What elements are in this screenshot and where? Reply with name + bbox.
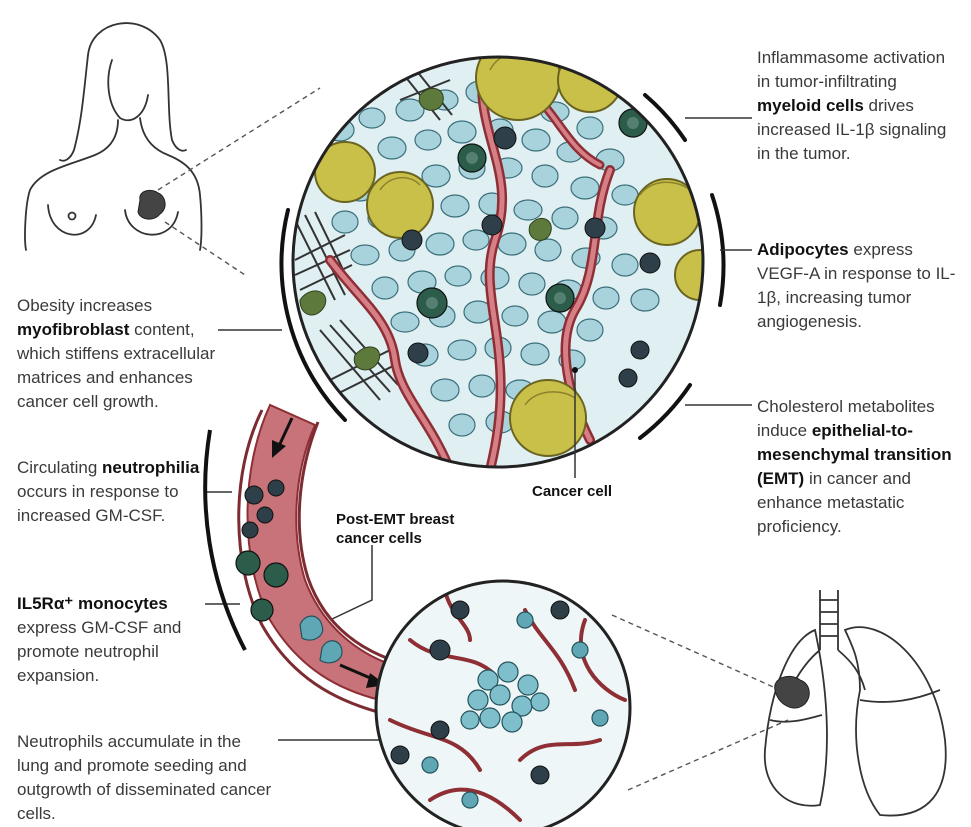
lung-tumor-mark (775, 676, 810, 708)
obesity-annotation: Obesity increases myofibroblast content,… (17, 294, 222, 414)
annotation-bold-term: neutrophilia (102, 458, 199, 477)
cholesterol-annotation: Cholesterol metabolites induce epithelia… (757, 395, 957, 539)
adipocytes-annotation: Adipocytes express VEGF-A in response to… (757, 238, 957, 334)
circulating-annotation: Circulating neutrophilia occurs in respo… (17, 456, 202, 528)
breast-tumor-circle (293, 36, 725, 470)
annotation-bold-term: Adipocytes (757, 240, 849, 259)
annotation-text: Circulating (17, 458, 102, 477)
annotation-text: express GM-CSF and promote neutrophil ex… (17, 618, 181, 685)
annotation-bold-term: myeloid cells (757, 96, 864, 115)
woman-figure (25, 23, 201, 250)
inflammasome-annotation: Inflammasome activation in tumor-infiltr… (757, 46, 957, 166)
post-emt-label: Post-EMT breast cancer cells (336, 510, 476, 548)
annotation-bold-term: myofibroblast (17, 320, 129, 339)
annotation-text: occurs in response to increased GM-CSF. (17, 482, 179, 525)
annotation-text: Obesity increases (17, 296, 152, 315)
neutrophils-annotation: Neutrophils accumulate in the lung and p… (17, 730, 272, 826)
lung-metastasis-circle (376, 581, 630, 827)
annotation-text: Neutrophils accumulate in the lung and p… (17, 732, 271, 823)
monocytes-annotation: IL5Rα⁺ monocytes express GM-CSF and prom… (17, 592, 207, 688)
cancer-cell-pointer-dot (572, 367, 578, 373)
annotation-text: Inflammasome activation in tumor-infiltr… (757, 48, 945, 91)
breast-tumor-mark (138, 190, 165, 219)
blood-vessel-tube (205, 405, 392, 712)
annotation-bold-term: IL5Rα⁺ monocytes (17, 594, 168, 613)
cancer-cell-label: Cancer cell (532, 482, 612, 501)
